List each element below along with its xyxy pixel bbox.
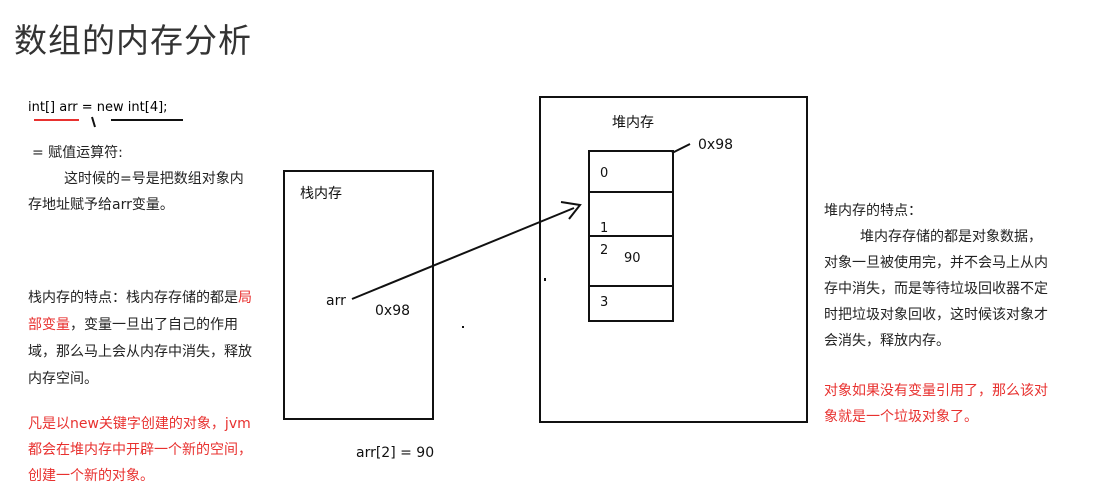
stack-note-line3: 域，那么马上会从内存中消失，释放: [28, 344, 252, 360]
stack-note-line2: 部变量，变量一旦出了自己的作用: [28, 317, 238, 333]
heap-note-line2: 对象一旦被使用完，并不会马上从内: [824, 255, 1048, 271]
stack-var-name: arr: [326, 293, 346, 309]
assign-desc-line1: 这时候的=号是把数组对象内: [64, 171, 244, 187]
stack-var-value: 0x98: [375, 303, 411, 319]
array-cell-index: 3: [600, 295, 609, 310]
heap-note-line3: 存中消失，而是等待垃圾回收器不定: [824, 281, 1048, 297]
array-cell: 2 90: [590, 237, 672, 287]
assign-label: = 赋值运算符:: [32, 145, 123, 161]
array-cell-index: 2: [600, 243, 609, 258]
stack-memory-box: [283, 170, 434, 420]
reference-arrow-head: [560, 201, 582, 220]
heap-note-line5: 会消失，释放内存。: [824, 333, 950, 349]
stack-note-line4: 内存空间。: [28, 371, 98, 387]
stack-note-line1: 栈内存的特点：栈内存存储的都是局: [28, 290, 252, 306]
heap-note-line4: 时把垃圾对象回收，这时候该对象才: [824, 307, 1048, 323]
array-cell: 3: [590, 287, 672, 322]
array-object: 0 1 2 90 3: [588, 150, 674, 322]
page-title: 数组的内存分析: [14, 21, 252, 60]
new-note-line2: 都会在堆内存中开辟一个新的空间，: [28, 442, 252, 458]
array-cell-value: 90: [624, 251, 641, 266]
stack-memory-label: 栈内存: [300, 186, 342, 202]
tick-mark: [91, 116, 96, 128]
array-cell-index: 0: [600, 166, 609, 181]
heap-note-title: 堆内存的特点：: [824, 203, 922, 219]
assignment-example: arr[2] = 90: [356, 445, 435, 461]
reference-arrow-line: [351, 207, 575, 300]
assign-desc-line2: 存地址赋予给arr变量。: [28, 197, 174, 213]
heap-address: 0x98: [698, 137, 734, 153]
garbage-note-line2: 象就是一个垃圾对象了。: [824, 409, 978, 425]
new-note-line1: 凡是以new关键字创建的对象，jvm: [28, 416, 251, 432]
heap-memory-box: [539, 96, 808, 423]
array-cell-index: 1: [600, 221, 609, 236]
dot-mark: [462, 326, 464, 328]
code-line: int[] arr = new int[4];: [28, 100, 168, 115]
garbage-note-line1: 对象如果没有变量引用了，那么该对: [824, 383, 1048, 399]
new-note-line3: 创建一个新的对象。: [28, 468, 154, 484]
array-cell: 1: [590, 193, 672, 237]
array-cell: 0: [590, 152, 672, 193]
heap-memory-label: 堆内存: [612, 115, 654, 131]
address-connector: [671, 143, 691, 154]
heap-note-line1: 堆内存存储的都是对象数据，: [860, 229, 1042, 245]
dot-mark: [544, 278, 546, 281]
